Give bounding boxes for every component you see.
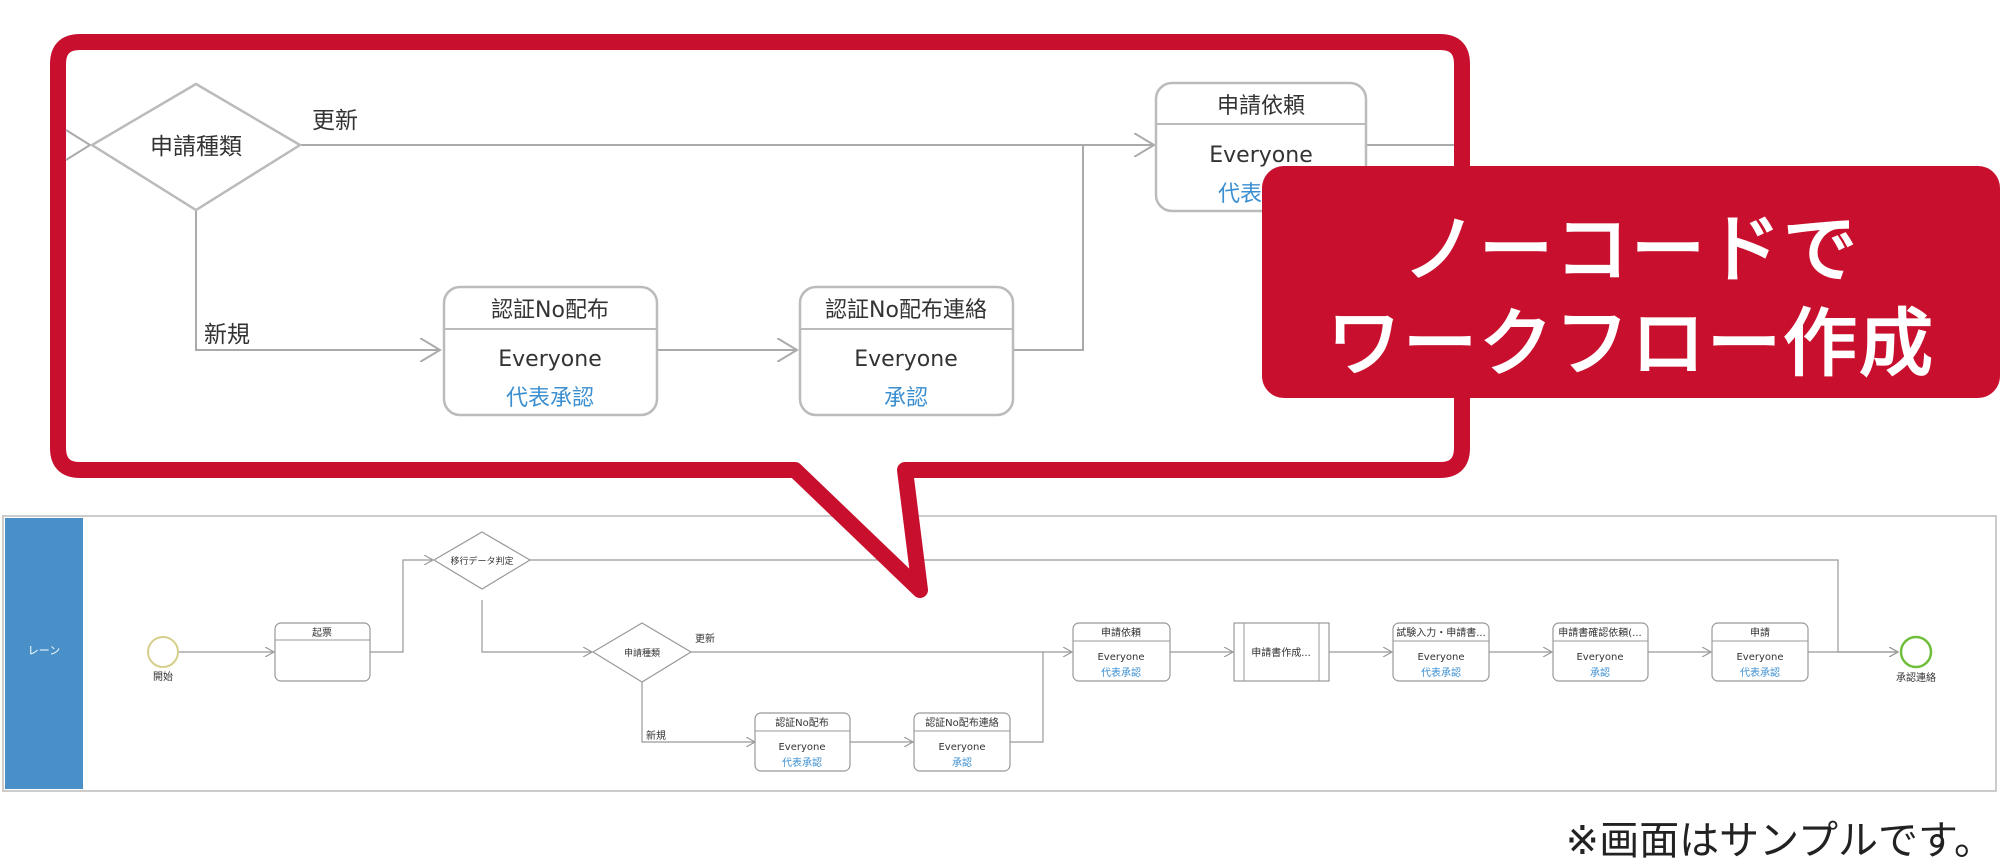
cert-title: 認証No配布 — [775, 716, 829, 729]
end-label: 承認連絡 — [1896, 671, 1936, 684]
zoom-branch-update-label: 更新 — [312, 108, 358, 134]
zoom-callout: 申請種類 更新 新規 申請依頼 Everyone 代表 認証No配布 Every… — [50, 34, 1470, 598]
zoom-cert-assignee: Everyone — [498, 347, 601, 372]
zoom-decision-label: 申請種類 — [150, 134, 242, 160]
start-label: 開始 — [153, 670, 173, 683]
doc-create-title: 申請書作成... — [1251, 646, 1311, 659]
test-input-title: 試験入力・申請書... — [1396, 626, 1486, 639]
cert-task[interactable]: 認証No配布 Everyone 代表承認 — [754, 712, 851, 772]
cert-approval: 代表承認 — [782, 756, 822, 769]
test-input-assignee: Everyone — [1417, 652, 1464, 663]
migration-decision-gateway[interactable]: 移行データ判定 — [432, 531, 532, 590]
full-diagram: レーン 開始 起票 移行データ判定 — [2, 515, 1997, 792]
zoom-cert-title: 認証No配布 — [491, 298, 609, 323]
zoom-cert-contact-title: 認証No配布連絡 — [825, 298, 987, 323]
zoom-cert-contact-approval: 承認 — [884, 386, 928, 411]
zoom-cert-contact-assignee: Everyone — [854, 347, 957, 372]
request-title: 申請依頼 — [1101, 626, 1141, 639]
apply-assignee: Everyone — [1736, 652, 1783, 663]
doc-confirm-task[interactable]: 申請書確認依頼(... Everyone 承認 — [1552, 622, 1649, 682]
cert-assignee: Everyone — [778, 742, 825, 753]
doc-create-subprocess[interactable]: 申請書作成... — [1233, 622, 1330, 682]
apply-approval: 代表承認 — [1740, 666, 1780, 679]
request-task[interactable]: 申請依頼 Everyone 代表承認 — [1072, 622, 1171, 682]
lane-label: レーン — [28, 644, 60, 657]
apply-title: 申請 — [1750, 626, 1770, 639]
headline-line-1: ノーコードで — [1403, 207, 1859, 293]
branch-update-label: 更新 — [695, 632, 715, 645]
type-decision-gateway[interactable]: 申請種類 — [591, 622, 693, 683]
cert-contact-task[interactable]: 認証No配布連絡 Everyone 承認 — [913, 712, 1011, 772]
request-assignee: Everyone — [1097, 652, 1144, 663]
zoom-cert-contact-task[interactable]: 認証No配布連絡 Everyone 承認 — [798, 285, 1015, 417]
draft-task[interactable]: 起票 — [274, 622, 371, 682]
zoom-request-title: 申請依頼 — [1217, 94, 1305, 119]
cert-contact-title: 認証No配布連絡 — [925, 716, 999, 729]
apply-task[interactable]: 申請 Everyone 代表承認 — [1711, 622, 1809, 682]
zoom-cert-approval: 代表承認 — [506, 386, 594, 411]
headline-banner: ノーコードで ワークフロー作成 — [1262, 166, 2000, 398]
migration-decision-label: 移行データ判定 — [450, 555, 513, 567]
zoom-type-decision-gateway[interactable]: 申請種類 — [89, 82, 303, 212]
test-input-task[interactable]: 試験入力・申請書... Everyone 代表承認 — [1392, 622, 1490, 682]
sample-note: ※画面はサンプルです。 — [1565, 818, 1994, 864]
zoom-cert-task[interactable]: 認証No配布 Everyone 代表承認 — [442, 285, 659, 417]
doc-confirm-title: 申請書確認依頼(... — [1558, 626, 1641, 639]
end-event[interactable] — [1899, 635, 1933, 669]
zoom-branch-new-label: 新規 — [204, 322, 250, 348]
headline-line-2: ワークフロー作成 — [1327, 301, 1935, 387]
request-approval: 代表承認 — [1101, 666, 1141, 679]
draft-title: 起票 — [312, 627, 332, 639]
doc-confirm-approval: 承認 — [1590, 666, 1610, 679]
zoom-request-approval: 代表 — [1218, 182, 1262, 207]
doc-confirm-assignee: Everyone — [1576, 652, 1623, 663]
lane-header[interactable] — [5, 518, 83, 789]
cert-contact-assignee: Everyone — [938, 742, 985, 753]
test-input-approval: 代表承認 — [1421, 666, 1461, 679]
start-event[interactable] — [147, 636, 179, 668]
zoom-request-assignee: Everyone — [1209, 143, 1312, 168]
cert-contact-approval: 承認 — [952, 756, 972, 769]
branch-new-label: 新規 — [646, 729, 666, 742]
type-decision-label: 申請種類 — [624, 647, 660, 659]
